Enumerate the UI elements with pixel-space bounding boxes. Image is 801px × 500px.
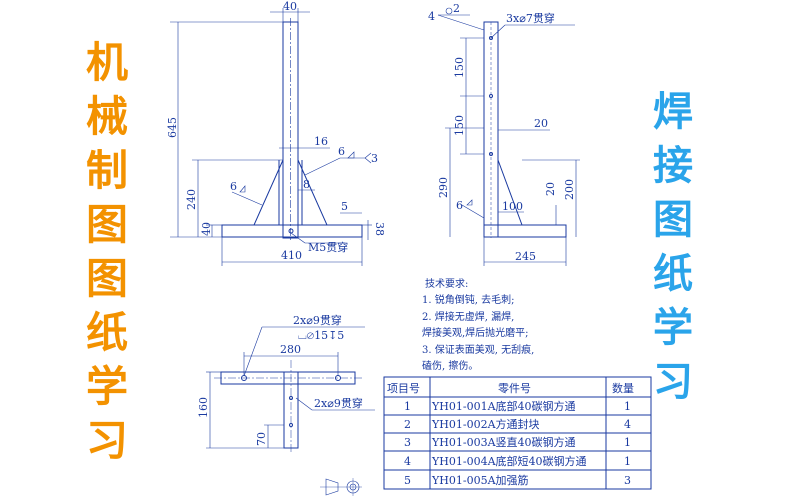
fillet-weld-icon <box>347 151 355 159</box>
hole-label-right: 2x⌀9贯穿 <box>314 396 363 410</box>
tap-hole <box>288 228 294 234</box>
tap-label: M5贯穿 <box>308 240 348 254</box>
plan-view: 2x⌀9贯穿 ⌴⌀15↧5 280 2x⌀9贯穿 160 70 <box>197 313 375 452</box>
parts-table-text: 项目号 零件号 数量 1 YH01-001A底部40碳钢方通 1 2 YH01-… <box>387 382 634 487</box>
weld-count-3: 3 <box>371 152 378 165</box>
table-cell: YH01-005A加强筋 <box>431 473 529 487</box>
dim-245: 245 <box>515 250 536 263</box>
table-header: 项目号 <box>387 382 420 395</box>
dim-38: 38 <box>373 222 386 236</box>
table-cell: YH01-004A底部短40碳钢方通 <box>431 454 587 468</box>
dim-base-410: 410 <box>281 249 302 262</box>
dim-pitch-150a: 150 <box>453 57 466 78</box>
table-cell: YH01-003A竖直40碳钢方通 <box>431 435 576 449</box>
left-title-char: 机 <box>86 38 129 87</box>
table-cell: 1 <box>624 436 631 449</box>
plan-hole <box>289 396 293 400</box>
dim-280: 280 <box>280 343 301 356</box>
dim-pitch-150b: 150 <box>453 115 466 136</box>
weld-leader <box>231 191 263 206</box>
left-title-char: 图 <box>86 254 129 303</box>
right-title-char: 学 <box>653 305 693 351</box>
projection-symbol-icon <box>320 478 362 496</box>
side-view: 3x⌀7贯穿 4 2 150 150 20 290 20 <box>428 2 580 266</box>
right-title: 焊 接 图 纸 学 习 <box>653 92 693 402</box>
table-header: 零件号 <box>498 382 531 395</box>
dim-160: 160 <box>197 397 210 418</box>
weld-2: 2 <box>453 2 460 15</box>
front-base <box>221 224 363 238</box>
weld-leader <box>461 204 485 219</box>
right-title-char: 焊 <box>653 89 693 135</box>
left-title: 机 械 制 图 图 纸 学 习 <box>86 42 128 462</box>
fillet-weld-icon <box>239 185 246 193</box>
table-cell: 1 <box>624 400 631 413</box>
dim-5: 5 <box>341 200 348 213</box>
dim-top-width: 40 <box>283 0 297 13</box>
left-title-char: 纸 <box>86 308 129 357</box>
notes-line: 2. 焊接无虚焊, 漏焊, <box>422 310 514 323</box>
weld-all-around-icon <box>445 7 453 15</box>
hole-label-top: 2x⌀9贯穿 <box>293 313 342 327</box>
left-title-char: 学 <box>86 362 129 411</box>
weld-leader <box>437 14 485 31</box>
dim-20a: 20 <box>534 117 548 130</box>
right-title-char: 习 <box>653 359 693 405</box>
table-cell: YH01-001A底部40碳钢方通 <box>431 399 576 413</box>
left-title-char: 图 <box>86 200 129 249</box>
notes-line: 磕伤, 擦伤。 <box>422 359 478 372</box>
right-title-char: 接 <box>653 143 693 189</box>
weld-size-6-left: 6 <box>230 180 237 193</box>
front-view: 40 645 240 40 16 8 <box>166 0 386 266</box>
holes-label: 3x⌀7贯穿 <box>506 11 555 25</box>
right-title-char: 图 <box>653 197 693 243</box>
weld-leader <box>304 157 341 176</box>
table-cell: 5 <box>404 474 411 487</box>
table-cell: 2 <box>404 418 411 431</box>
table-cell: 4 <box>624 418 631 431</box>
dim-100: 100 <box>502 200 523 213</box>
dim-20b: 20 <box>544 182 557 196</box>
right-title-char: 纸 <box>653 251 693 297</box>
dim-gap-8: 8 <box>303 178 310 191</box>
table-cell: 3 <box>404 436 411 449</box>
table-cell: 4 <box>404 455 411 468</box>
side-gusset <box>497 159 523 226</box>
weld-4: 4 <box>428 10 435 23</box>
dim-70: 70 <box>255 432 268 446</box>
table-cell: 1 <box>624 455 631 468</box>
dim-200: 200 <box>563 179 576 200</box>
side-base <box>483 224 567 238</box>
left-title-char: 械 <box>86 92 129 141</box>
dim-base-40: 40 <box>200 222 213 236</box>
table-cell: 3 <box>624 474 631 487</box>
notes-line: 焊接美观,焊后抛光磨平; <box>422 326 529 339</box>
dim-height-645: 645 <box>166 117 179 138</box>
left-title-char: 习 <box>86 416 129 465</box>
weld-6-side: 6 <box>456 199 463 212</box>
table-cell: 1 <box>404 400 411 413</box>
table-header: 数量 <box>612 382 634 395</box>
notes-line: 3. 保证表面美观, 无刮痕, <box>422 343 534 356</box>
fillet-weld-icon <box>466 199 473 206</box>
dim-240: 240 <box>185 189 198 210</box>
technical-notes: 技术要求: 1. 锐角倒钝, 去毛刺; 2. 焊接无虚焊, 漏焊, 焊接美观,焊… <box>422 277 534 372</box>
left-title-char: 制 <box>86 146 129 195</box>
notes-line: 1. 锐角倒钝, 去毛刺; <box>422 293 514 306</box>
table-cell: YH01-002A方通封块 <box>431 417 540 431</box>
notes-heading: 技术要求: <box>425 277 468 290</box>
dim-gusset-16: 16 <box>314 135 328 148</box>
dim-290: 290 <box>437 177 450 198</box>
counterbore-label: ⌴⌀15↧5 <box>298 329 344 342</box>
parts-table <box>383 376 652 490</box>
weld-size-6: 6 <box>338 145 345 158</box>
plan-hole <box>289 423 293 427</box>
